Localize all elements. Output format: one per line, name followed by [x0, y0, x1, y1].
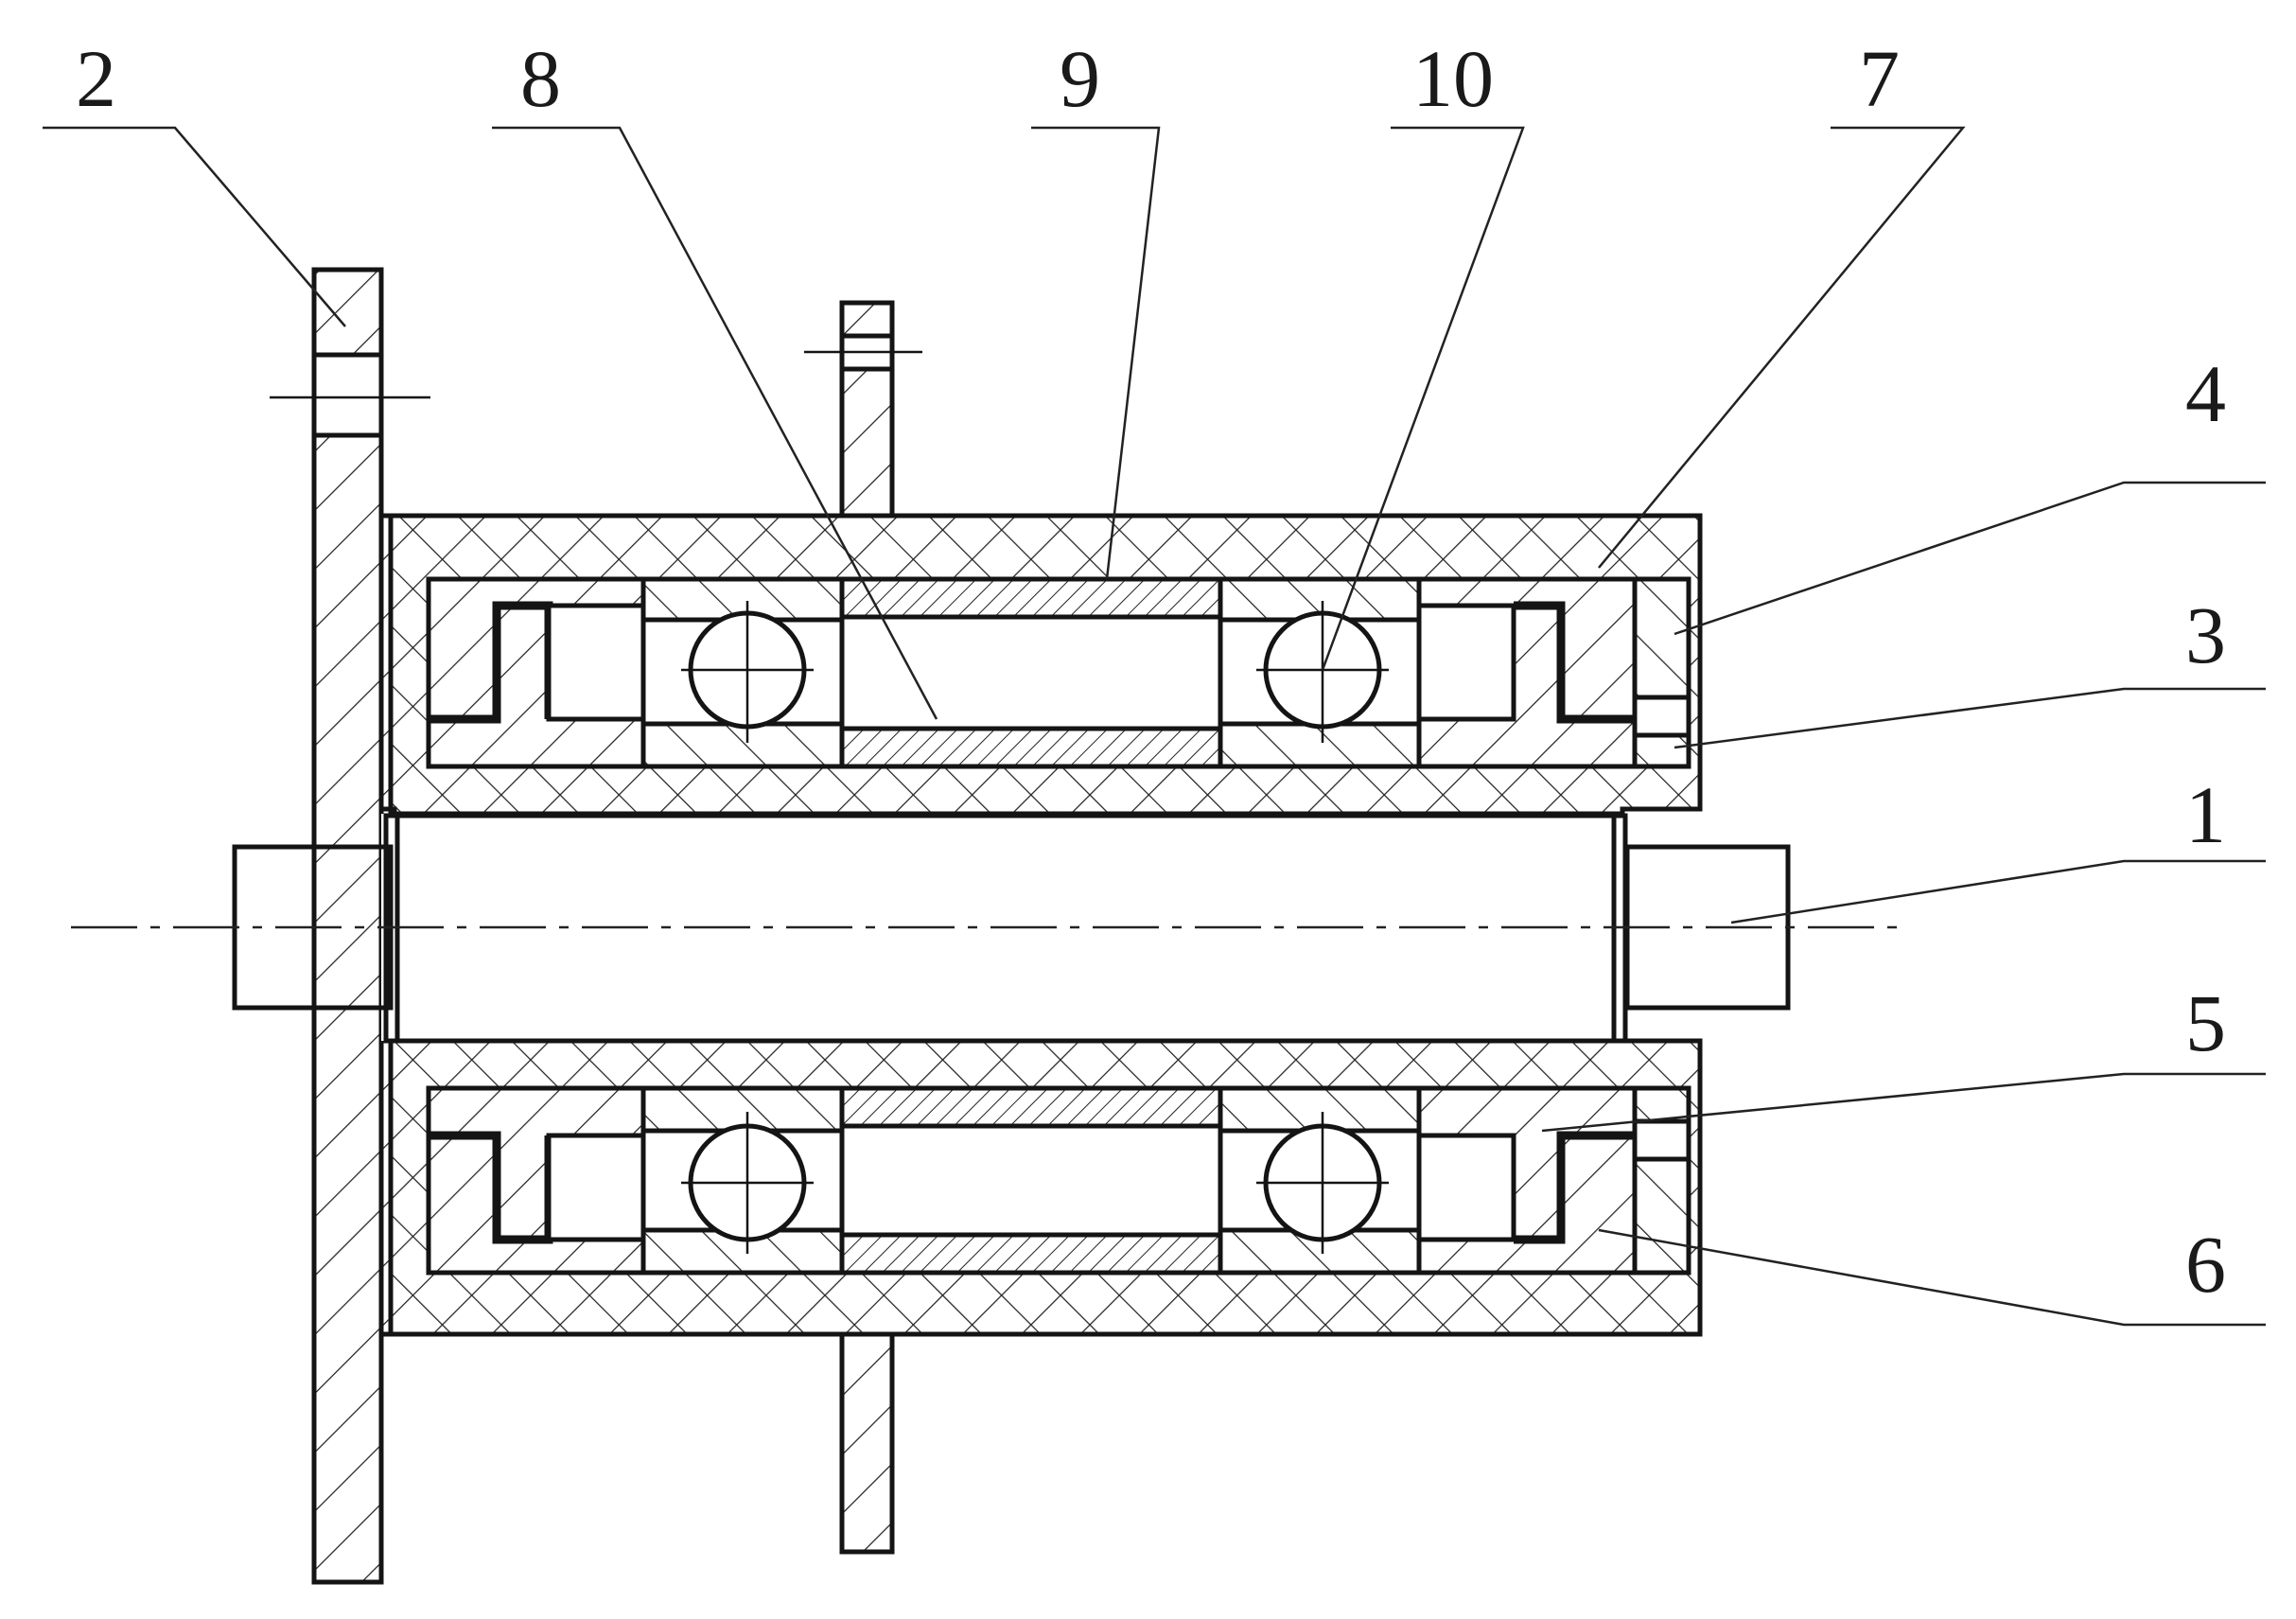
shaft	[71, 813, 1902, 1044]
label-part-5: 5	[2185, 977, 2226, 1068]
leader-lines	[43, 126, 2266, 1327]
label-part-2: 2	[76, 33, 116, 124]
label-part-10: 10	[1412, 33, 1494, 124]
label-part-6: 6	[2185, 1219, 2226, 1310]
part-labels: 2 8 9 10 7 4 3 1 5 6	[76, 33, 2226, 1310]
upper-bearing-set	[426, 576, 1691, 769]
label-part-7: 7	[1859, 33, 1900, 124]
label-part-3: 3	[2185, 590, 2226, 680]
label-part-4: 4	[2185, 348, 2226, 439]
label-part-8: 8	[520, 33, 561, 124]
label-part-9: 9	[1060, 33, 1100, 124]
lower-bearing-set	[426, 1085, 1691, 1276]
label-part-1: 1	[2185, 769, 2226, 860]
